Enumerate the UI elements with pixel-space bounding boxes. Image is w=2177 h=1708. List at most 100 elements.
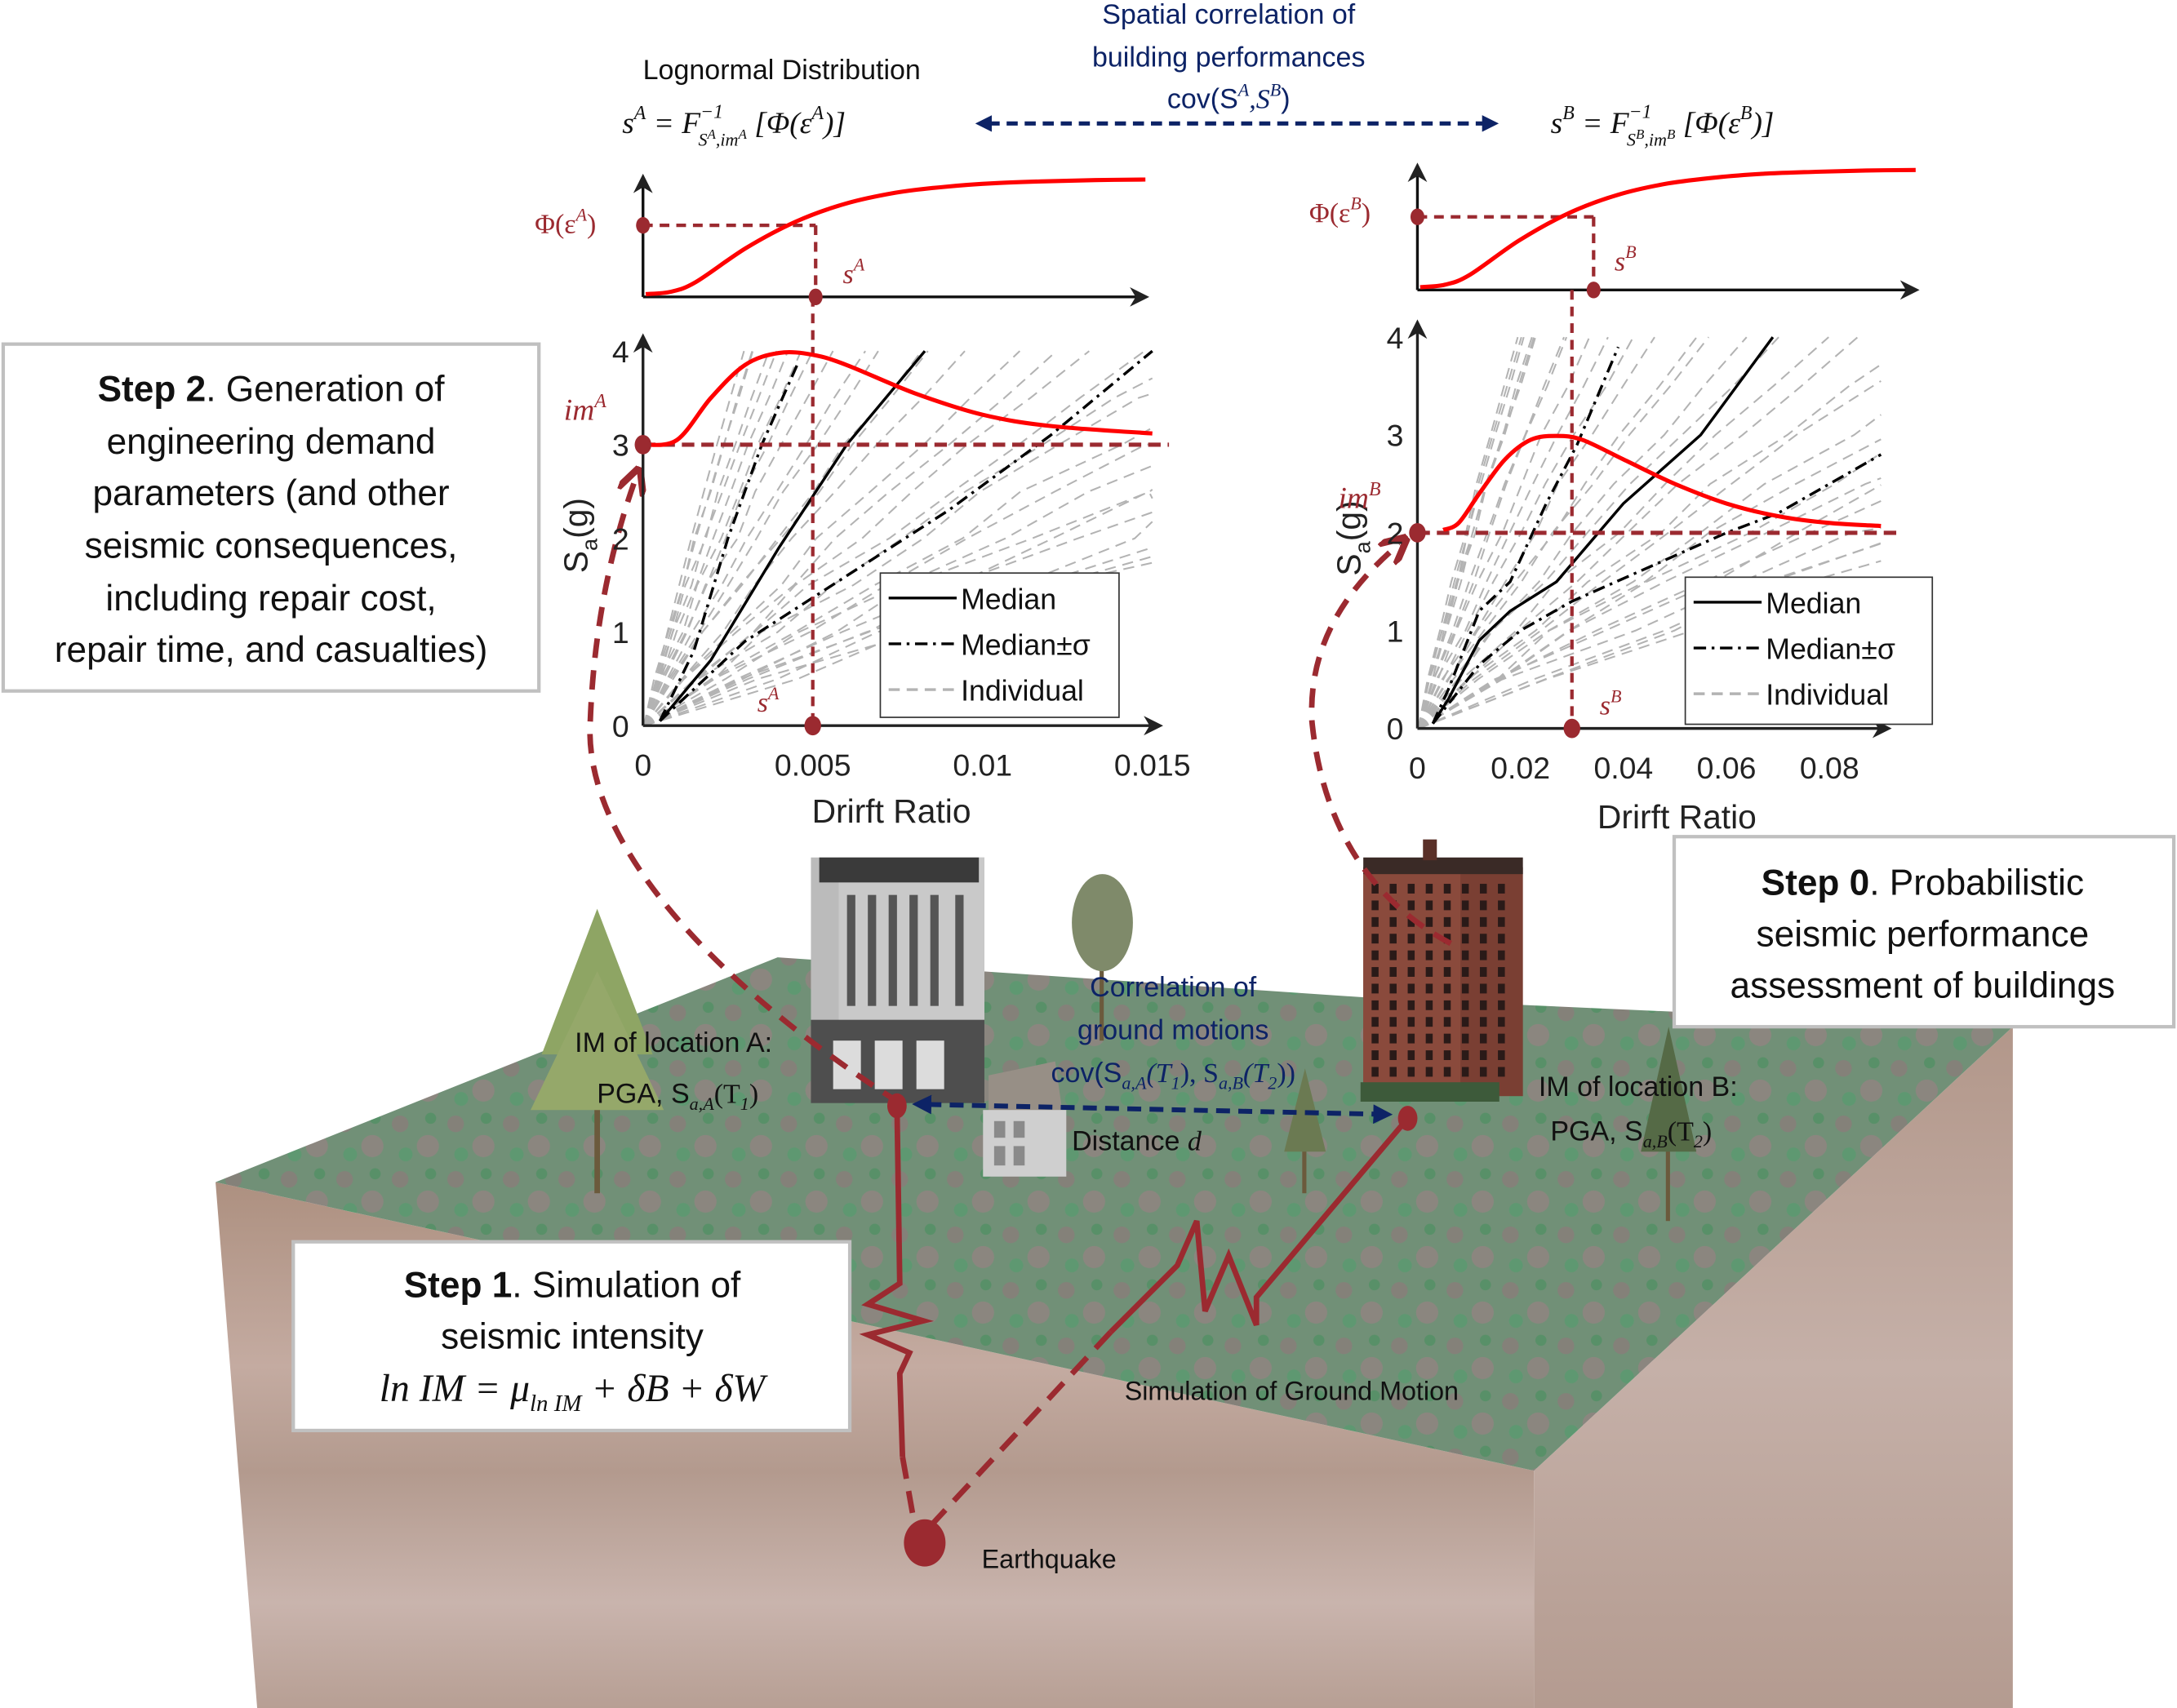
building-b-window (1461, 950, 1469, 960)
building-b-window (1425, 884, 1433, 894)
building-b-window (1461, 967, 1469, 977)
building-b-window (1389, 934, 1397, 944)
median-minus-sigma-curve (1431, 453, 1882, 725)
building-b-window (1479, 1050, 1487, 1060)
y-tick-label: 1 (1387, 614, 1404, 648)
distance-arrow (912, 1094, 1393, 1125)
building-b-window (1425, 900, 1433, 911)
location-b-point (1397, 1106, 1418, 1131)
individual-curve (642, 350, 834, 726)
cdf-a-x-label: sA (843, 255, 865, 290)
location-a-point (886, 1093, 907, 1119)
building-b-window (1425, 934, 1433, 944)
individual-curve (1417, 336, 1533, 729)
building-b-window (1407, 934, 1415, 944)
step1-line2: seismic intensity (441, 1317, 704, 1357)
building-b-window (1461, 1000, 1469, 1010)
x-tick-label: 0.02 (1491, 751, 1550, 785)
step2-line2: engineering demand (107, 422, 436, 462)
lognormal-title: Lognormal Distribution (643, 55, 921, 86)
simulation-ground-motion-label: Simulation of Ground Motion (1125, 1377, 1459, 1406)
x-tick-label: 0.005 (775, 748, 851, 782)
median-curve (659, 350, 926, 722)
curve-arrow-step2 (587, 477, 902, 1106)
im-location-a-value: PGA, Sa,A(T1) (597, 1079, 758, 1115)
im-marker (1409, 522, 1426, 543)
building-b-window (1498, 1000, 1505, 1010)
building-b-window (1371, 1033, 1379, 1044)
building-b-window (1461, 900, 1469, 911)
y-tick-label: 1 (612, 615, 629, 650)
individual-curve (643, 350, 879, 726)
building-b-window (1407, 1033, 1415, 1044)
individual-curve (643, 427, 1153, 727)
building-b-window (1371, 1017, 1379, 1027)
building-b-window (1371, 967, 1379, 977)
building-b-window (1461, 1067, 1469, 1077)
s-marker (1563, 718, 1580, 739)
building-b-window (1371, 1050, 1379, 1060)
y-tick-label: 0 (612, 709, 629, 743)
step1-formula: ln IM = μln IM + δB + δW (380, 1368, 769, 1417)
individual-curve (642, 350, 753, 726)
y-tick-label: 3 (1387, 419, 1404, 453)
tree-right (1641, 1027, 1697, 1222)
individual-curve (1417, 380, 1882, 730)
building-b-window (1479, 1000, 1487, 1010)
building-b-window (1479, 934, 1487, 944)
x-tick-label: 0 (634, 748, 651, 782)
step2-line4: seismic consequences, (85, 526, 458, 566)
individual-curve (642, 350, 745, 726)
step0-line1: Step 0. Probabilistic (1762, 863, 2084, 903)
median-plus-sigma-curve (1431, 346, 1620, 725)
step0-line2: seismic performance (1757, 915, 2090, 955)
building-b-window (1443, 1000, 1451, 1010)
building-b-window (1425, 983, 1433, 994)
curve-arrow-step0 (1308, 543, 1452, 947)
step2-line6: repair time, and casualties) (55, 630, 488, 670)
building-b-window (1479, 1067, 1487, 1077)
earthquake-label: Earthquake (982, 1544, 1117, 1573)
building-b-window (1498, 983, 1505, 994)
cdf-s-marker (808, 288, 823, 306)
individual-curve (1418, 543, 1882, 730)
building-b-window (1479, 1033, 1487, 1044)
building-b-window (1479, 1017, 1487, 1027)
building-b-window (1407, 1017, 1415, 1027)
building-b-window (1498, 884, 1505, 894)
building-b-window (1443, 1033, 1451, 1044)
x-tick-label: 0.01 (953, 748, 1012, 782)
individual-curve (643, 393, 1153, 727)
legend-label: Median±σ (1766, 633, 1895, 666)
individual-curve (642, 350, 754, 726)
step2-line3: parameters (and other (92, 473, 449, 513)
earthquake-epicenter (904, 1519, 946, 1567)
ground-top-surface (215, 957, 2013, 1471)
building-b-window (1407, 884, 1415, 894)
building-b-window (1461, 983, 1469, 994)
building-b-window (1407, 1050, 1415, 1060)
building-b-window (1498, 900, 1505, 911)
building-b-window (1407, 967, 1415, 977)
building-b-window (1389, 1050, 1397, 1060)
building-a (811, 857, 984, 1103)
individual-curve (1417, 336, 1748, 730)
building-b-window (1389, 1017, 1397, 1027)
building-b-window (1371, 900, 1379, 911)
cdf-b-y-label: Φ(εB) (1309, 193, 1371, 228)
individual-curve (1417, 336, 1655, 730)
building-b-window (1407, 916, 1415, 927)
median-minus-sigma-curve (659, 349, 1153, 722)
x-tick-label: 0.04 (1593, 751, 1653, 785)
individual-curve (642, 350, 778, 726)
im-label: imA (564, 391, 606, 427)
step0-line3: assessment of buildings (1730, 965, 2116, 1005)
building-b-window (1389, 950, 1397, 960)
building-b-window (1389, 983, 1397, 994)
building-b-window (1425, 1067, 1433, 1077)
individual-curve (643, 443, 1153, 727)
building-b-window (1371, 1067, 1379, 1077)
